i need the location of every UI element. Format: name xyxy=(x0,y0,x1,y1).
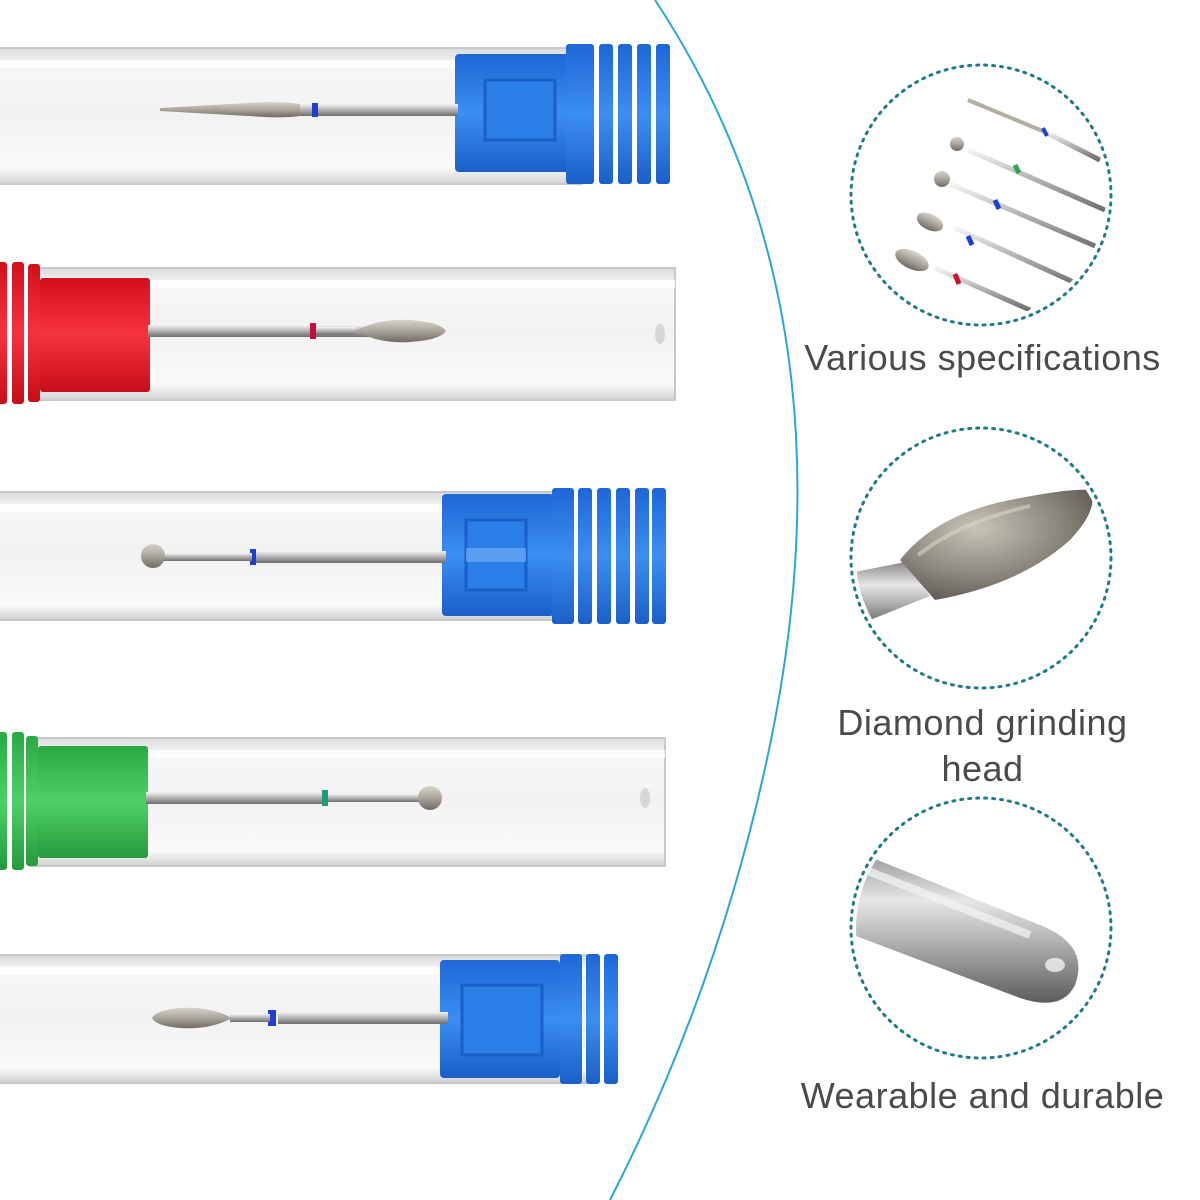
caption-diamond-grinding-head: Diamond grinding head xyxy=(755,700,1200,792)
divider-arc xyxy=(609,0,799,1200)
caption-text: Wearable and durable xyxy=(800,1075,1165,1116)
drill-bit-case-5 xyxy=(0,954,618,1084)
bit-set-illustration xyxy=(895,98,1106,313)
cone-bit xyxy=(160,102,458,118)
blue-cap xyxy=(440,954,618,1084)
drill-bit-case-3 xyxy=(0,488,666,624)
blue-cap xyxy=(455,44,670,184)
caption-text: Various specifications xyxy=(804,337,1161,378)
blue-cap xyxy=(442,488,666,624)
caption-wearable-durable: Wearable and durable xyxy=(755,1073,1200,1119)
green-cap xyxy=(0,732,148,870)
flame-bit xyxy=(152,1007,448,1029)
flame-bit xyxy=(148,319,446,343)
drill-bit-case-4 xyxy=(0,732,666,870)
drill-bit-case-2 xyxy=(0,262,676,404)
caption-line-2: head xyxy=(941,748,1024,789)
shank-closeup xyxy=(856,845,1079,1003)
red-cap xyxy=(0,262,150,404)
caption-line-1: Diamond grinding xyxy=(837,702,1128,743)
caption-various-specifications: Various specifications xyxy=(755,335,1200,381)
drill-bit-case-1 xyxy=(0,44,670,185)
ball-bit xyxy=(141,544,446,568)
detail-circle-specifications xyxy=(849,63,1113,327)
detail-circle-shank xyxy=(849,796,1113,1060)
ball-bit xyxy=(146,786,442,810)
detail-circle-diamond-head xyxy=(849,426,1113,690)
